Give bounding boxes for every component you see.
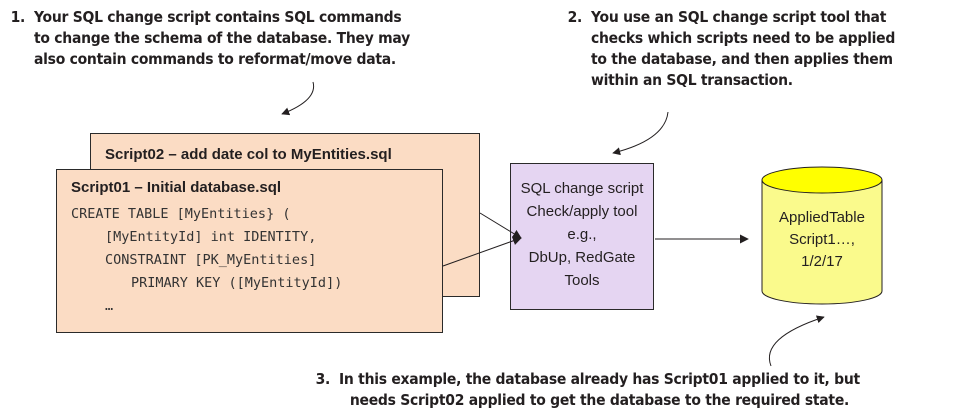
database-cylinder: [761, 166, 883, 305]
arrow-script02-to-tool: [479, 212, 522, 239]
script-card-front: Script01 – Initial database.sql CREATE T…: [56, 169, 443, 333]
annotation-3-number: 3.: [315, 370, 331, 388]
annotation-2-line: to the database, and then applies them: [591, 50, 893, 68]
annotation-3-line: In this example, the database already ha…: [339, 370, 860, 388]
annotation-2-line: checks which scripts need to be applied: [591, 29, 896, 47]
annotation-1-line: also contain commands to reformat/move d…: [34, 50, 396, 68]
script-card-back-title: Script02 – add date col to MyEntities.sq…: [105, 146, 392, 163]
tool-line: SQL change script: [520, 180, 644, 197]
change-script-tool-box: SQL change script Check/apply tool e.g.,…: [510, 163, 654, 310]
code-line: CREATE TABLE [MyEntities} (: [71, 206, 291, 222]
annotation-2: 2. You use an SQL change script tool tha…: [568, 7, 896, 91]
annotation-3: 3. In this example, the database already…: [316, 369, 861, 411]
annotation-1: 1. Your SQL change script contains SQL c…: [11, 7, 411, 70]
annotation-3-line: needs Script02 applied to get the databa…: [349, 391, 850, 409]
tool-line: e.g.,: [567, 226, 597, 243]
callout-arrow-2: [612, 111, 669, 156]
code-line: …: [105, 298, 114, 314]
tool-line: DbUp, RedGate: [528, 249, 636, 266]
tool-line: Tools: [564, 272, 600, 289]
annotation-1-number: 1.: [10, 8, 26, 26]
annotation-2-line: within an SQL transaction.: [591, 71, 793, 89]
code-line: [MyEntityId] int IDENTITY,: [105, 229, 317, 245]
callout-arrow-3: [769, 315, 825, 367]
callout-arrow-1: [281, 81, 315, 116]
code-line: CONSTRAINT [PK_MyEntities]: [105, 252, 317, 268]
tool-line: Check/apply tool: [526, 203, 638, 220]
database-line: Script1…,: [789, 231, 855, 248]
annotation-2-line: You use an SQL change script tool that: [591, 8, 887, 26]
database-line: 1/2/17: [801, 253, 843, 270]
arrow-script01-to-tool: [442, 236, 522, 267]
script-card-front-title: Script01 – Initial database.sql: [71, 179, 282, 196]
code-line: PRIMARY KEY ([MyEntityId]): [131, 275, 343, 291]
annotation-2-number: 2.: [567, 8, 583, 26]
annotation-1-line: Your SQL change script contains SQL comm…: [34, 8, 402, 26]
annotation-1-line: to change the schema of the database. Th…: [34, 29, 410, 47]
database-line: AppliedTable: [779, 209, 865, 226]
